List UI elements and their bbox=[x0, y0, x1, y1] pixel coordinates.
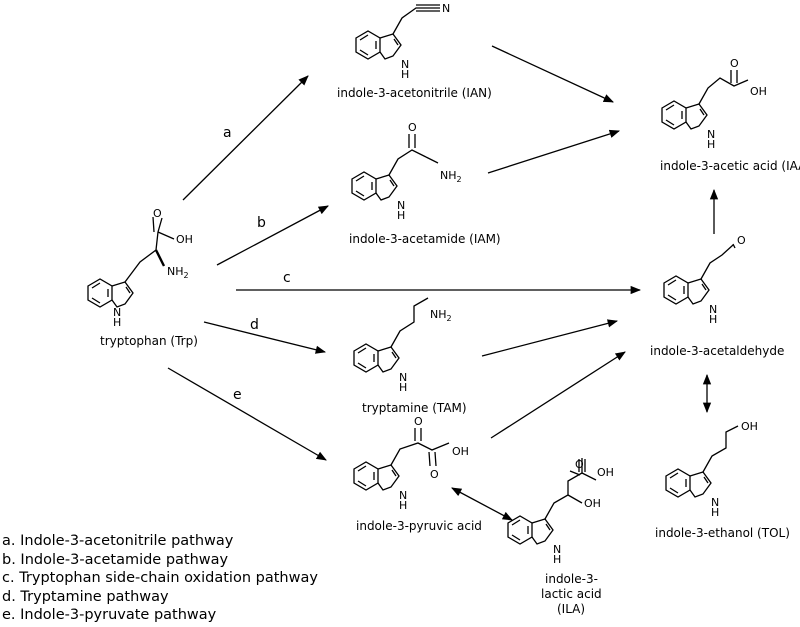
pathway-letter-a: a bbox=[223, 125, 232, 141]
trp-nh2-group: NH2 bbox=[167, 265, 189, 280]
tol-oh-group: OH bbox=[741, 420, 758, 433]
tol-h-atom: H bbox=[711, 506, 719, 519]
ipa-o-atom-bottom: O bbox=[430, 468, 439, 481]
iam-nh2-group: NH2 bbox=[440, 169, 462, 184]
tam-h-atom: H bbox=[399, 381, 407, 394]
ian-h-atom: H bbox=[401, 68, 409, 81]
ila-nh-atom: N bbox=[553, 543, 561, 556]
tam-nh2-group: NH2 bbox=[430, 308, 452, 323]
ian-label: indole-3-acetonitrile (IAN) bbox=[337, 86, 492, 100]
compound-tol: OH N H indole-3-ethanol (TOL) bbox=[655, 420, 790, 540]
iaa-o-atom: O bbox=[730, 57, 739, 70]
legend-item-c: c. Tryptophan side-chain oxidation pathw… bbox=[2, 570, 318, 587]
trp-o-atom: O bbox=[153, 207, 162, 220]
arrow-iam-to-iaa bbox=[487, 129, 620, 174]
ipa-oh-group: OH bbox=[452, 445, 469, 458]
compound-ian: N N H indole-3-acetonitrile (IAN) bbox=[337, 2, 492, 100]
tam-nh-atom: N bbox=[399, 371, 407, 384]
ian-nh-atom: N bbox=[401, 58, 409, 71]
ipa-label: indole-3-pyruvic acid bbox=[356, 519, 482, 533]
iald-o-atom: O bbox=[737, 234, 746, 247]
iam-h-atom: H bbox=[397, 209, 405, 222]
iaa-label: indole-3-acetic acid (IAA) bbox=[660, 159, 800, 173]
arrow-trp-to-iam bbox=[216, 205, 329, 266]
iam-nh-atom: N bbox=[397, 199, 405, 212]
arrow-trp-to-tam bbox=[203, 321, 327, 354]
legend-item-a: a. Indole-3-acetonitrile pathway bbox=[2, 533, 234, 549]
ila-h-atom: H bbox=[553, 553, 561, 566]
trp-nh-atom: N bbox=[113, 306, 121, 319]
iam-label: indole-3-acetamide (IAM) bbox=[349, 232, 501, 246]
ila-oh-group: OH bbox=[584, 497, 601, 510]
arrow-ipa-to-iald bbox=[490, 351, 626, 439]
compound-trp: O OH NH2 N H tryptophan (Trp) bbox=[87, 207, 198, 348]
pathway-letter-c: c bbox=[283, 270, 291, 286]
iald-nh-atom: N bbox=[709, 303, 717, 316]
arrow-trp-to-ian bbox=[182, 75, 309, 201]
compound-tam: NH2 N H tryptamine (TAM) bbox=[353, 297, 467, 415]
legend-item-e: e. Indole-3-pyruvate pathway bbox=[2, 607, 217, 624]
ipa-o-atom-top: O bbox=[414, 415, 423, 428]
ila-label-line1: indole-3- bbox=[545, 572, 598, 586]
arrow-ipa-ila-reversible bbox=[451, 487, 513, 521]
arrow-tam-to-iald bbox=[481, 319, 619, 357]
iald-h-atom: H bbox=[709, 313, 717, 326]
ian-n-atom: N bbox=[442, 2, 450, 15]
ila-oh-group-acid: OH bbox=[597, 466, 614, 479]
pathway-letter-d: d bbox=[250, 317, 259, 333]
legend-item-d: d. Tryptamine pathway bbox=[2, 588, 169, 605]
trp-oh-group: OH bbox=[176, 233, 193, 246]
trp-label: tryptophan (Trp) bbox=[100, 334, 198, 348]
iam-o-atom: O bbox=[408, 121, 417, 134]
ila-o-atom: O bbox=[575, 458, 584, 471]
tol-nh-atom: N bbox=[711, 496, 719, 509]
legend-item-b: b. Indole-3-acetamide pathway bbox=[2, 551, 229, 568]
tol-label: indole-3-ethanol (TOL) bbox=[655, 526, 790, 540]
compound-iaa: O OH N H indole-3-acetic acid (IAA) bbox=[660, 57, 800, 173]
iaa-nh-atom: N bbox=[707, 128, 715, 141]
trp-h-atom: H bbox=[113, 316, 121, 329]
iaa-oh-group: OH bbox=[750, 85, 767, 98]
ila-label-line3: (ILA) bbox=[557, 602, 585, 616]
compound-ila: O OH OH N H indole-3- lactic acid (ILA) bbox=[507, 458, 614, 616]
ipa-h-atom: H bbox=[399, 499, 407, 512]
arrows bbox=[167, 45, 719, 521]
pathway-letter-b: b bbox=[257, 215, 266, 231]
tam-label: tryptamine (TAM) bbox=[362, 401, 467, 415]
ipa-nh-atom: N bbox=[399, 489, 407, 502]
compound-iam: O NH2 N H indole-3-acetamide (IAM) bbox=[349, 121, 501, 246]
arrow-trp-to-ipa bbox=[167, 367, 327, 461]
pathway-letter-e: e bbox=[233, 387, 242, 403]
compound-ipa: O OH O N H indole-3-pyruvic acid bbox=[353, 415, 482, 533]
ila-label-line2: lactic acid bbox=[541, 587, 602, 601]
compound-iald: O N H indole-3-acetaldehyde bbox=[650, 234, 784, 358]
arrow-ian-to-iaa bbox=[491, 45, 614, 103]
pathway-legend: a. Indole-3-acetonitrile pathway b. Indo… bbox=[2, 532, 318, 625]
iald-label: indole-3-acetaldehyde bbox=[650, 344, 784, 358]
iaa-h-atom: H bbox=[707, 138, 715, 151]
